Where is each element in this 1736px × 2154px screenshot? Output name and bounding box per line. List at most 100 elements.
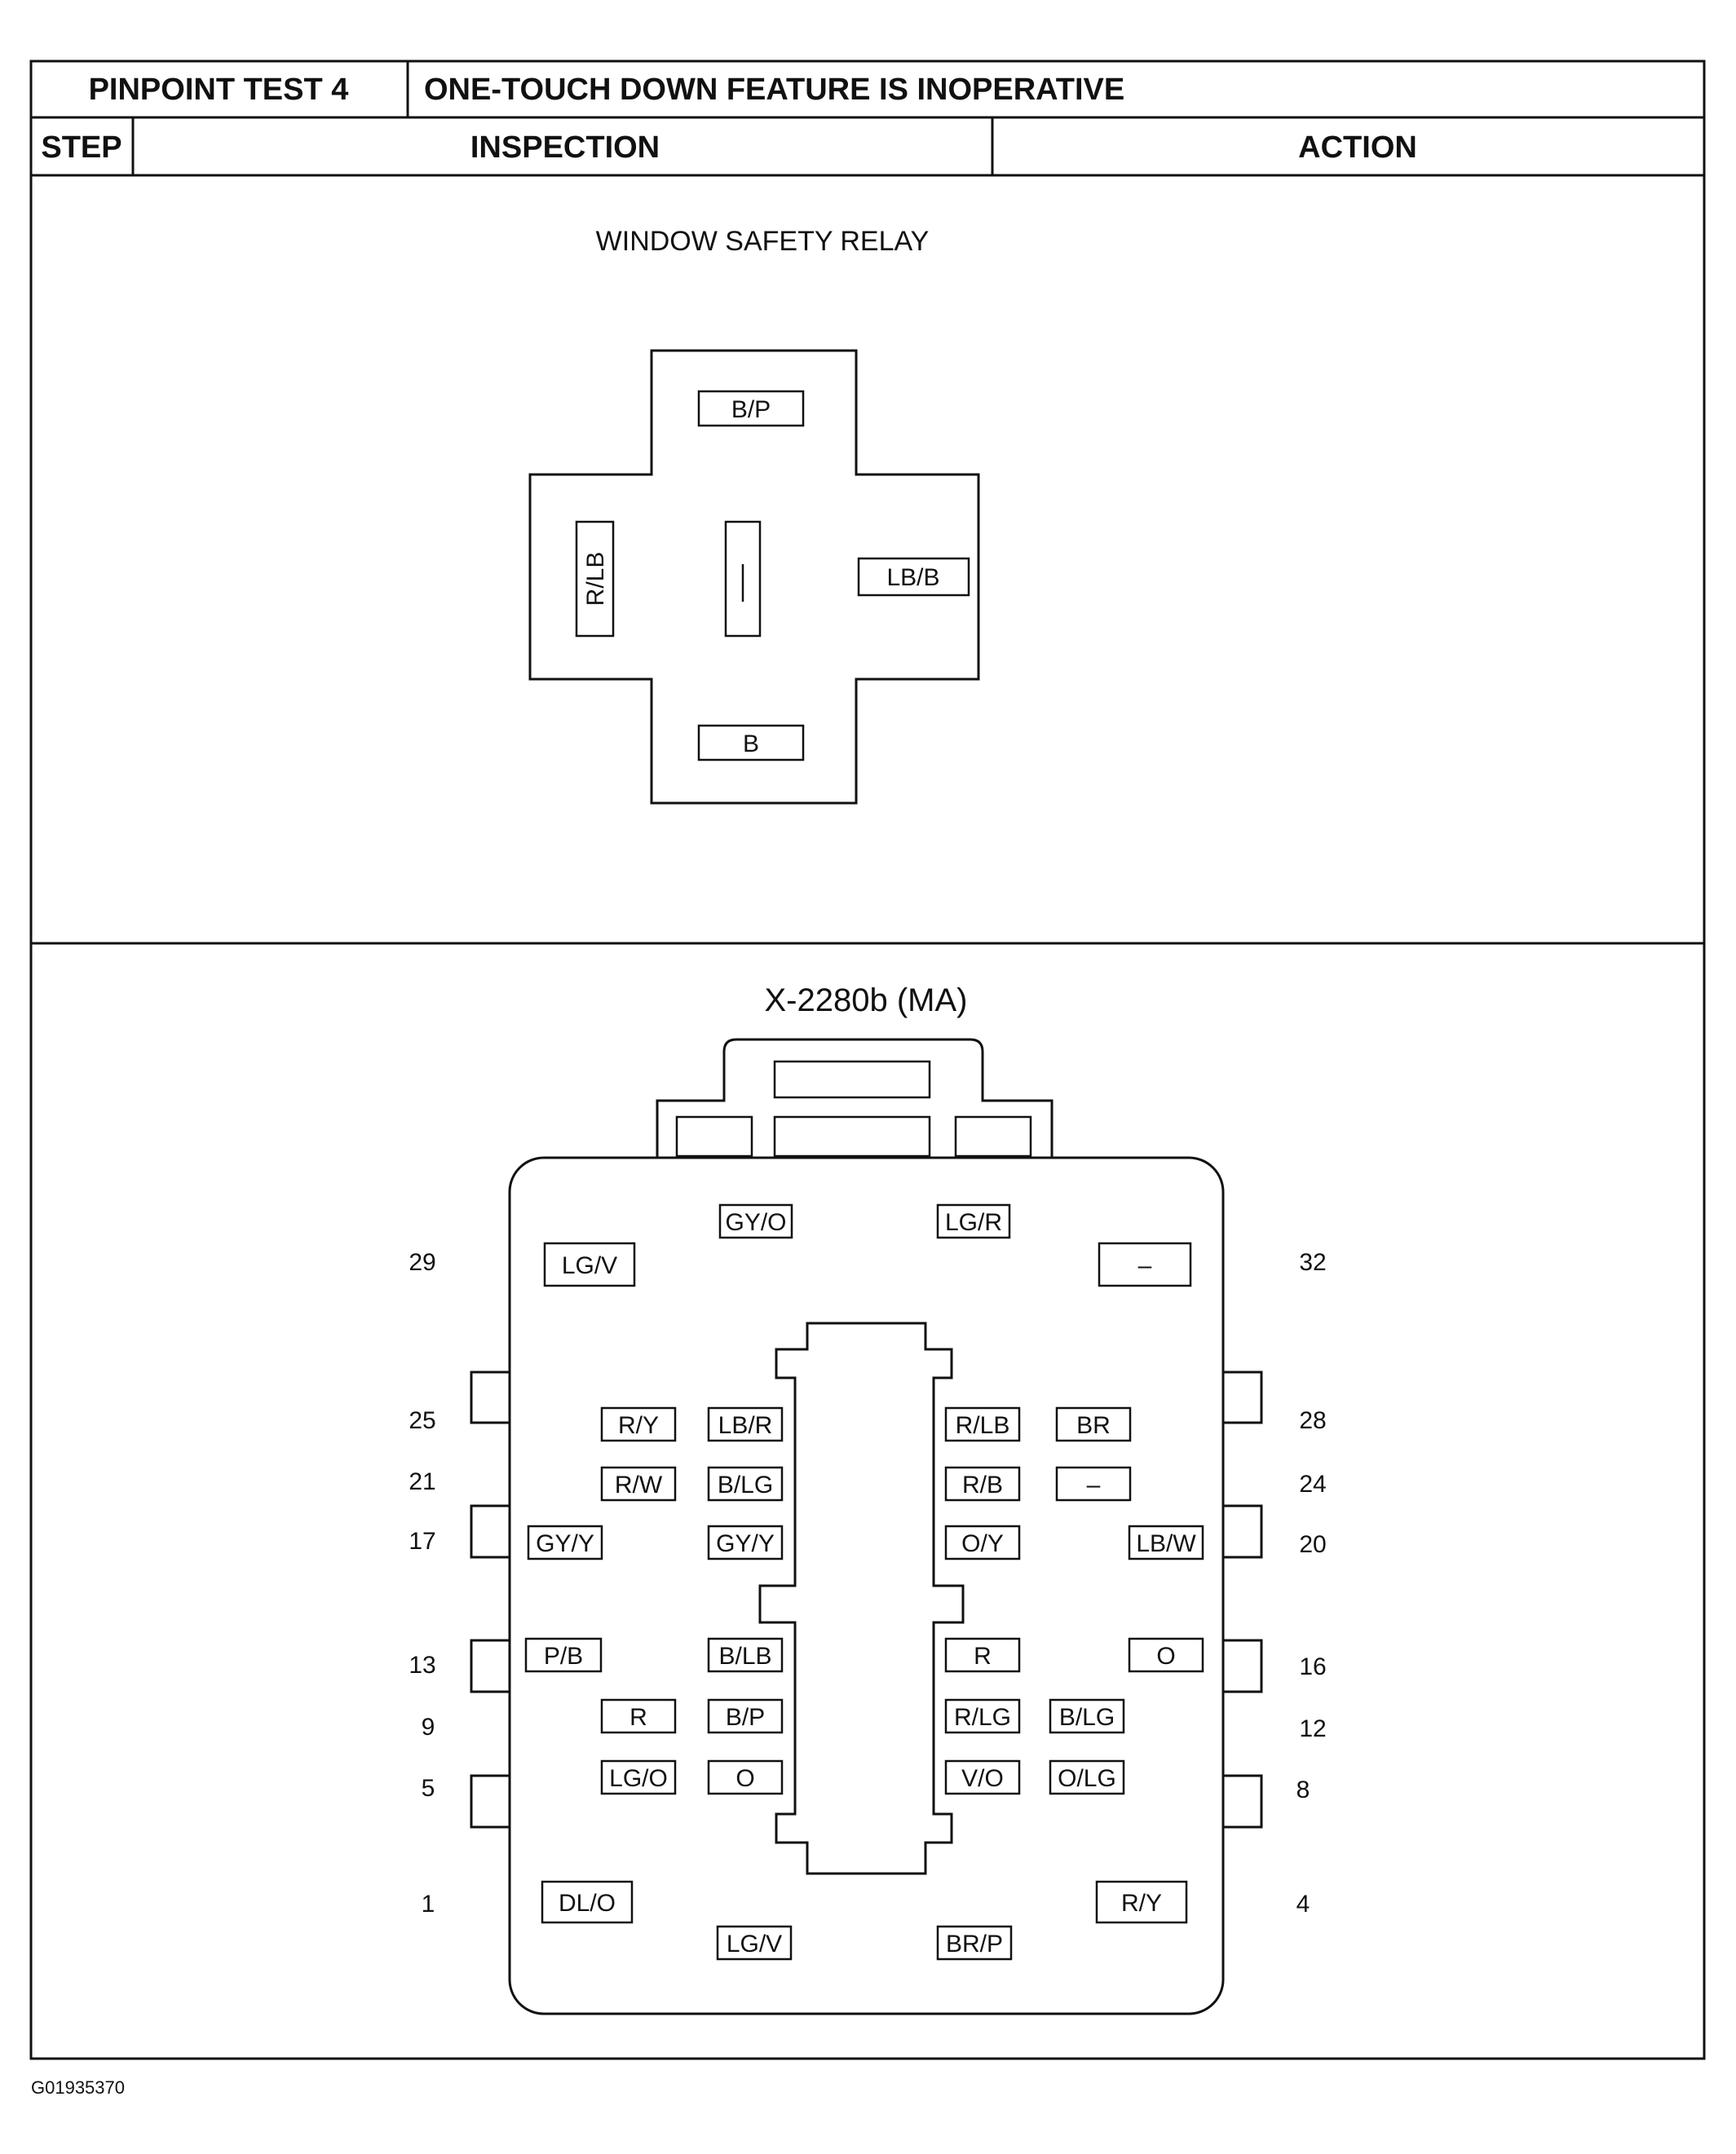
svg-text:LB/R: LB/R (718, 1412, 773, 1439)
pin-15: R (944, 1637, 1021, 1673)
pin-9: R (600, 1698, 677, 1734)
pin-number-9: 9 (422, 1714, 435, 1741)
svg-text:V/O: V/O (961, 1765, 1004, 1792)
svg-text:R: R (629, 1704, 647, 1731)
pin-number-1: 1 (422, 1891, 435, 1918)
pin-4: R/Y (1095, 1880, 1188, 1924)
col-inspection: INSPECTION (470, 130, 660, 165)
svg-text:R/Y: R/Y (618, 1412, 659, 1439)
connector-body (508, 1156, 1225, 2015)
svg-text:LG/R: LG/R (945, 1209, 1002, 1236)
relay-terminal-top: B/P (697, 390, 805, 427)
pin-13: P/B (524, 1637, 603, 1673)
svg-text:B/LB: B/LB (718, 1643, 771, 1670)
pin-number-13: 13 (409, 1652, 435, 1679)
pin-23: R/B (944, 1466, 1021, 1502)
pin-number-25: 25 (409, 1407, 435, 1434)
svg-text:R/LG: R/LG (954, 1704, 1011, 1731)
svg-text:O: O (1156, 1643, 1175, 1670)
relay-terminal-left: R/LB (575, 520, 615, 638)
svg-text:O/Y: O/Y (961, 1530, 1004, 1557)
pin-10: B/P (707, 1698, 784, 1734)
svg-text:R/Y: R/Y (1121, 1890, 1162, 1917)
pin-8: O/LG (1049, 1759, 1125, 1795)
svg-text:P/B: P/B (544, 1643, 583, 1670)
pin-3: BR/P (936, 1925, 1013, 1961)
pin-24: – (1055, 1466, 1132, 1502)
svg-text:R/LB: R/LB (956, 1412, 1010, 1439)
pin-number-28: 28 (1299, 1407, 1326, 1434)
pin-6: O (707, 1759, 784, 1795)
svg-text:R: R (974, 1643, 992, 1670)
pin-11: R/LG (944, 1698, 1021, 1734)
svg-text:B: B (743, 731, 759, 757)
relay-title: WINDOW SAFETY RELAY (596, 226, 930, 257)
pin-1: DL/O (541, 1880, 634, 1924)
pin-5: LG/O (600, 1759, 677, 1795)
svg-text:GY/O: GY/O (725, 1209, 786, 1236)
figure-code: G01935370 (31, 2077, 125, 2098)
relay-terminal-bottom: B (697, 724, 805, 761)
pin-number-5: 5 (422, 1775, 435, 1802)
pin-30: GY/O (718, 1203, 793, 1239)
svg-text:LB/W: LB/W (1136, 1530, 1196, 1557)
table-frame (29, 60, 1706, 2060)
pin-18: GY/Y (707, 1525, 784, 1560)
svg-text:BR/P: BR/P (946, 1931, 1003, 1958)
svg-text:LG/V: LG/V (727, 1931, 782, 1958)
pin-number-20: 20 (1299, 1531, 1326, 1558)
pin-number-12: 12 (1299, 1715, 1326, 1742)
svg-text:–: – (1138, 1252, 1152, 1279)
svg-text:R/LB: R/LB (582, 552, 609, 607)
relay-terminal-center (724, 520, 762, 638)
svg-text:R/B: R/B (962, 1472, 1003, 1499)
pin-2: LG/V (716, 1925, 793, 1961)
svg-text:DL/O: DL/O (559, 1890, 616, 1917)
svg-text:B/P: B/P (731, 396, 771, 423)
pin-27: R/LB (944, 1406, 1021, 1442)
connector-center-key (758, 1322, 965, 1875)
test-title: ONE-TOUCH DOWN FEATURE IS INOPERATIVE (424, 73, 1124, 107)
pin-25: R/Y (600, 1406, 677, 1442)
svg-text:–: – (1087, 1472, 1101, 1499)
pin-number-21: 21 (409, 1468, 435, 1495)
svg-text:GY/Y: GY/Y (536, 1530, 594, 1557)
relay-outline (528, 349, 980, 805)
connector-side-tabs (470, 1371, 1263, 1829)
svg-text:GY/Y: GY/Y (716, 1530, 775, 1557)
pin-number-8: 8 (1296, 1777, 1310, 1803)
svg-text:B/LG: B/LG (1059, 1704, 1115, 1731)
pin-number-4: 4 (1296, 1891, 1310, 1918)
pin-21: R/W (600, 1466, 677, 1502)
pin-20: LB/W (1128, 1525, 1204, 1560)
test-label: PINPOINT TEST 4 (89, 73, 349, 107)
pin-19: O/Y (944, 1525, 1021, 1560)
pin-number-17: 17 (409, 1528, 435, 1555)
svg-text:BR: BR (1076, 1412, 1111, 1439)
pin-number-29: 29 (409, 1249, 435, 1276)
pin-7: V/O (944, 1759, 1021, 1795)
connector-title: X-2280b (MA) (765, 982, 968, 1018)
pin-number-16: 16 (1299, 1653, 1326, 1680)
col-step: STEP (41, 130, 121, 165)
svg-text:LB/B: LB/B (886, 564, 939, 591)
pin-16: O (1128, 1637, 1204, 1673)
relay-terminal-right: LB/B (857, 557, 970, 597)
svg-text:B/P: B/P (726, 1704, 765, 1731)
pin-14: B/LB (707, 1637, 784, 1673)
pin-number-32: 32 (1299, 1249, 1326, 1276)
pin-31: LG/R (936, 1203, 1011, 1239)
pin-26: LB/R (707, 1406, 784, 1442)
svg-text:LG/O: LG/O (609, 1765, 668, 1792)
pin-12: B/LG (1049, 1698, 1125, 1734)
pin-28: BR (1055, 1406, 1132, 1442)
svg-text:LG/V: LG/V (562, 1252, 617, 1279)
connector-latch (656, 1038, 1054, 1158)
svg-text:R/W: R/W (615, 1472, 663, 1499)
pin-number-24: 24 (1299, 1471, 1326, 1498)
svg-text:B/LG: B/LG (718, 1472, 773, 1499)
pin-32: – (1098, 1242, 1192, 1287)
col-action: ACTION (1298, 130, 1417, 165)
pin-17: GY/Y (527, 1525, 603, 1560)
